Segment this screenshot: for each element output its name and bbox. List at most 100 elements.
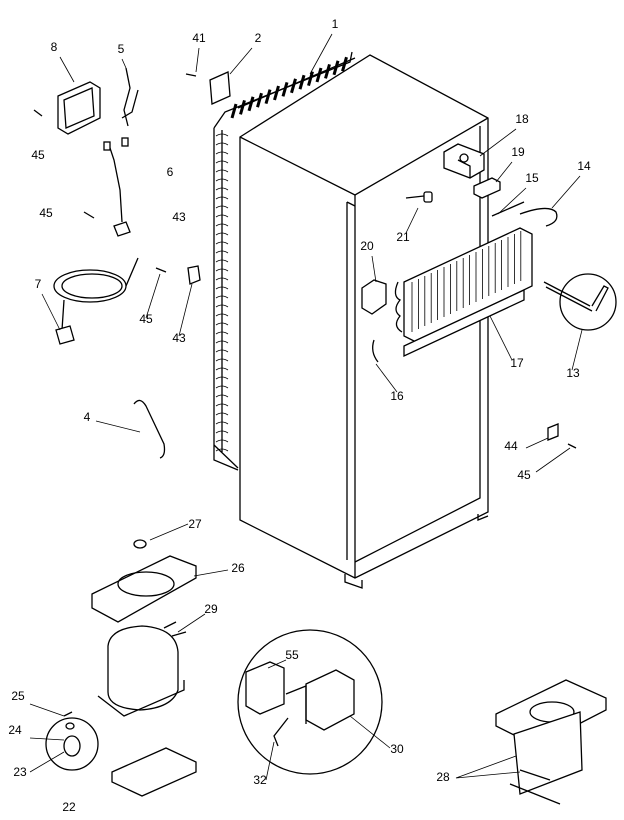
connector-5a [103, 141, 111, 151]
callout-30: 30 [390, 742, 404, 756]
callout-22: 22 [62, 800, 76, 814]
callout-4: 4 [84, 410, 91, 424]
coil-tube-side [215, 367, 229, 371]
coil-tube-side [215, 160, 229, 164]
coil-tube-side [215, 430, 229, 434]
coil-tube-side [215, 376, 229, 380]
compressor-assembly-28 [495, 679, 607, 805]
callout-14: 14 [577, 159, 591, 173]
bracket-2 [209, 71, 231, 105]
coil-tube-top [273, 85, 280, 101]
callout-27: 27 [188, 517, 202, 531]
clip-21 [405, 191, 433, 203]
coil-tube-top [290, 78, 297, 94]
evaporator [394, 201, 558, 358]
relay-detail-circle [45, 711, 99, 771]
coil-tube-top [324, 63, 331, 79]
coil-tube-side [215, 313, 229, 317]
coil-tube-top [341, 56, 348, 72]
coil-tube-side [215, 187, 229, 191]
callout-15: 15 [525, 171, 539, 185]
part-19 [473, 177, 501, 199]
coil-tube-side [215, 241, 229, 245]
drain-pan-26 [91, 555, 197, 623]
callout-44: 44 [504, 439, 518, 453]
coil-tube-side [215, 214, 229, 218]
refrigerator-cabinet [239, 54, 489, 589]
callout-25: 25 [11, 689, 25, 703]
grommet-27 [133, 539, 147, 549]
coil-tube-side [215, 250, 229, 254]
relay-30-detail [237, 629, 383, 775]
coil-tube-side [215, 304, 229, 308]
coil-tube-side [215, 412, 229, 416]
screw-45a [33, 109, 43, 117]
coil-tube-side [215, 259, 229, 263]
cover-8 [57, 81, 101, 135]
coil-tube-side [215, 205, 229, 209]
control-housing [443, 143, 485, 179]
plug-6 [113, 221, 131, 237]
coil-tube-side [215, 151, 229, 155]
coil-tube-side [215, 223, 229, 227]
coil-tube-top [298, 74, 306, 90]
coil-tube-side [215, 394, 229, 398]
bracket-20 [361, 279, 387, 315]
part-16 [372, 339, 379, 363]
callout-32: 32 [253, 773, 267, 787]
callout-45: 45 [39, 206, 53, 220]
coil-tube-side [215, 403, 229, 407]
base-22 [111, 747, 197, 797]
callout-20: 20 [360, 239, 374, 253]
part-44 [547, 423, 559, 441]
coil-tube-side [215, 385, 229, 389]
coil-tube-side [215, 142, 229, 146]
coil-tube-side [215, 349, 229, 353]
coil-tube-side [215, 439, 229, 443]
coil-tube-top [230, 103, 238, 119]
callout-43: 43 [172, 331, 186, 345]
callout-41: 41 [192, 31, 206, 45]
callout-29: 29 [204, 602, 218, 616]
coil-tube-top [256, 92, 263, 108]
screw-45-right [567, 443, 577, 449]
callout-26: 26 [231, 561, 245, 575]
coil-tube-side [215, 196, 229, 200]
coil-tube-top [307, 71, 314, 87]
callout-16: 16 [390, 389, 404, 403]
callout-45: 45 [139, 312, 153, 326]
coil-tube-side [215, 178, 229, 182]
callout-24: 24 [8, 723, 22, 737]
connector-5b [121, 137, 129, 147]
wire-harness-5 [107, 67, 139, 223]
callout-1: 1 [332, 17, 339, 31]
screw-41 [185, 73, 197, 77]
coil-tube-side [215, 286, 229, 290]
callout-45: 45 [517, 468, 531, 482]
coil-tube-top [264, 89, 272, 105]
coil-tube-top [239, 99, 246, 115]
callout-55: 55 [285, 648, 299, 662]
callout-5: 5 [118, 42, 125, 56]
screw-45c [155, 267, 167, 273]
clip-43 [187, 265, 201, 285]
defrost-heater-detail [543, 273, 617, 331]
coil-tube-side [215, 169, 229, 173]
coil-tube-side [215, 340, 229, 344]
callout-43: 43 [172, 210, 186, 224]
callout-13: 13 [566, 366, 580, 380]
part-4 [133, 399, 166, 459]
coil-tube-top [315, 67, 323, 83]
callout-7: 7 [35, 277, 42, 291]
callout-2: 2 [255, 31, 262, 45]
coil-tube-side [215, 295, 229, 299]
coil-tube-side [215, 277, 229, 281]
coil-tube-side [215, 322, 229, 326]
callout-19: 19 [511, 145, 525, 159]
callout-28: 28 [436, 770, 450, 784]
coil-tube-side [215, 133, 229, 137]
compressor-29 [97, 621, 187, 717]
leader-lines [29, 33, 583, 781]
